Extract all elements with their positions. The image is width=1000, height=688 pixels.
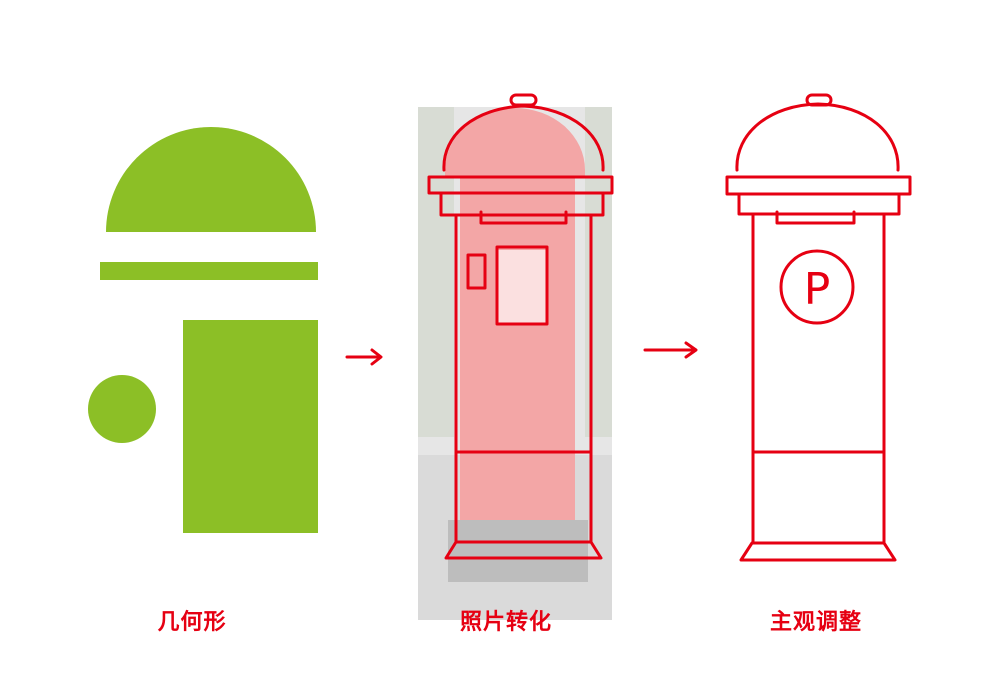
side-circle (88, 375, 156, 443)
caption-photo-conversion: 照片转化 (459, 610, 552, 635)
sketch-base (739, 541, 897, 562)
postbox-outline (427, 93, 614, 560)
arrow-right-icon (643, 341, 698, 359)
adjusted-sketch-panel (725, 93, 912, 562)
body-rectangle (183, 320, 318, 533)
geometric-shapes-panel (88, 127, 318, 533)
p-emblem-circle (779, 249, 855, 325)
dome-semicircle (106, 127, 316, 232)
band-bar (100, 262, 318, 280)
photo-conversion-panel (418, 93, 614, 620)
p-emblem-letter: P (804, 264, 831, 315)
caption-subjective-adjustment: 主观调整 (769, 610, 862, 635)
arrow-right-icon (345, 348, 383, 366)
caption-geometric: 几何形 (157, 610, 227, 635)
sketch-dome (735, 102, 900, 172)
